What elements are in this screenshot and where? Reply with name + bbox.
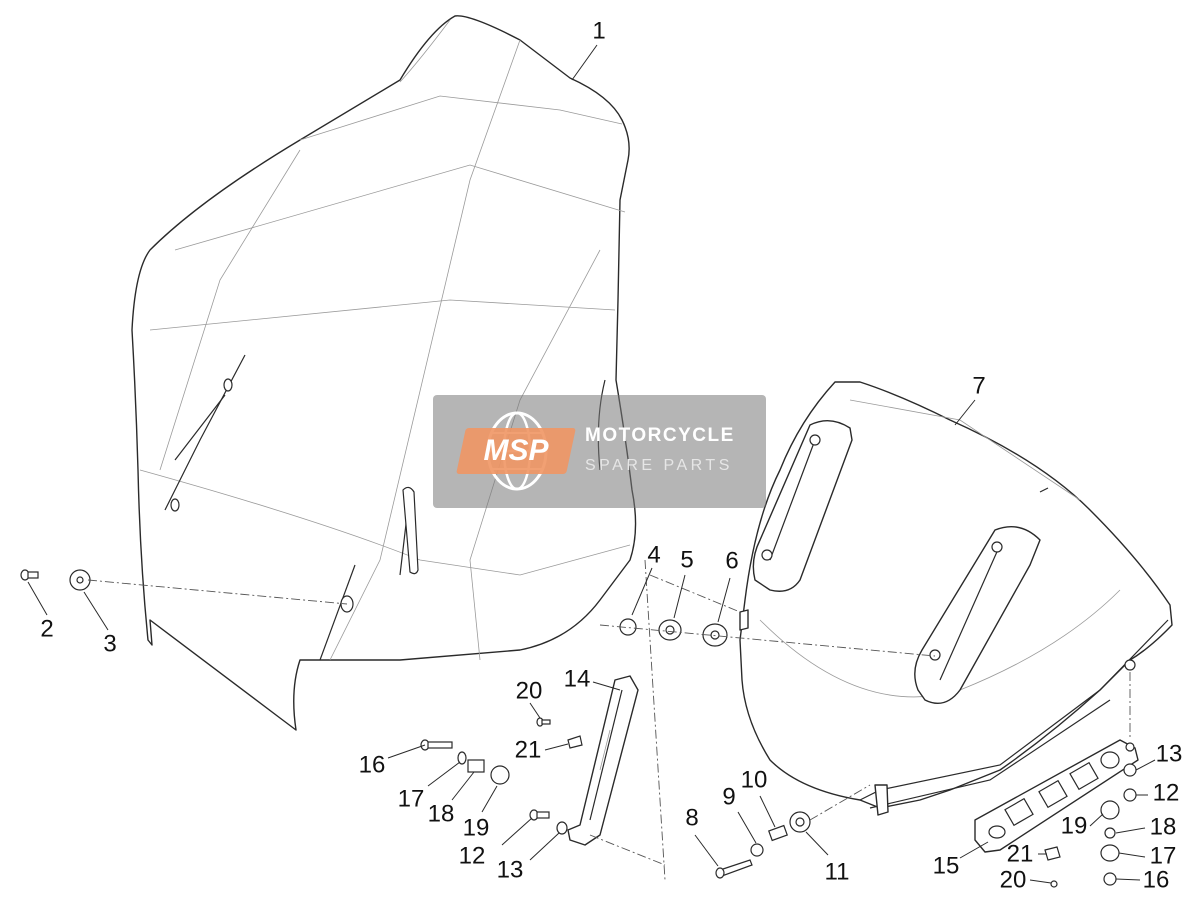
callout-18-right: 18 [1150, 813, 1177, 840]
callout-14: 14 [564, 665, 591, 692]
callout-17-left: 17 [398, 785, 425, 812]
callout-19-left: 19 [463, 814, 490, 841]
callout-20-right: 20 [1000, 866, 1027, 893]
callout-7: 7 [972, 372, 985, 399]
bracket-part-14 [567, 675, 639, 846]
assembly-lines [87, 559, 1131, 881]
callout-12-left: 12 [459, 842, 486, 869]
watermark-line-2: SPARE PARTS [585, 457, 733, 474]
callout-18-left: 18 [428, 800, 455, 827]
callout-21-right: 21 [1007, 840, 1034, 867]
callout-16-right: 16 [1143, 866, 1170, 893]
leader-lines [27, 44, 1156, 884]
callout-3: 3 [103, 630, 116, 657]
callout-labels: 1 2 3 4 5 6 7 8 9 10 11 12 13 14 16 17 1… [40, 17, 1182, 893]
callout-5: 5 [680, 546, 693, 573]
watermark-logo: MSP MOTORCYCLE SPARE PARTS [433, 395, 766, 508]
callout-9: 9 [722, 783, 735, 810]
windshield-part [131, 15, 637, 731]
callout-6: 6 [725, 547, 738, 574]
callout-13-left: 13 [497, 856, 524, 883]
callout-8: 8 [685, 804, 698, 831]
bracket-part-15 [974, 739, 1139, 853]
callout-4: 4 [647, 541, 660, 568]
msp-badge-text: MSP [483, 434, 549, 467]
callout-16-left: 16 [359, 751, 386, 778]
callout-15: 15 [933, 852, 960, 879]
callout-11: 11 [825, 858, 850, 885]
msp-badge: MSP [456, 428, 576, 474]
callout-20-left: 20 [516, 677, 543, 704]
callout-1: 1 [592, 17, 605, 44]
callout-2: 2 [40, 615, 53, 642]
callout-12-right: 12 [1153, 779, 1180, 806]
callout-10: 10 [741, 766, 768, 793]
callout-17-right: 17 [1150, 842, 1177, 869]
callout-19-right: 19 [1061, 812, 1088, 839]
callout-13-right: 13 [1156, 740, 1183, 767]
hardware-items [20, 569, 1137, 888]
callout-21-left: 21 [515, 736, 542, 763]
fairing-part [739, 381, 1173, 816]
watermark-line-1: MOTORCYCLE [585, 425, 735, 446]
